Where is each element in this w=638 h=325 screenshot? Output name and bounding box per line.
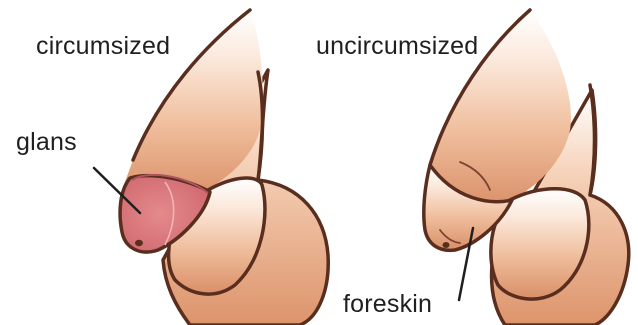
meatus-right xyxy=(443,242,450,248)
meatus-left xyxy=(135,240,143,246)
foreskin-label: foreskin xyxy=(343,292,432,317)
circumcised-label: circumsized xyxy=(36,34,170,59)
uncircumcised-label: uncircumsized xyxy=(316,34,478,59)
glans-label: glans xyxy=(16,130,77,155)
